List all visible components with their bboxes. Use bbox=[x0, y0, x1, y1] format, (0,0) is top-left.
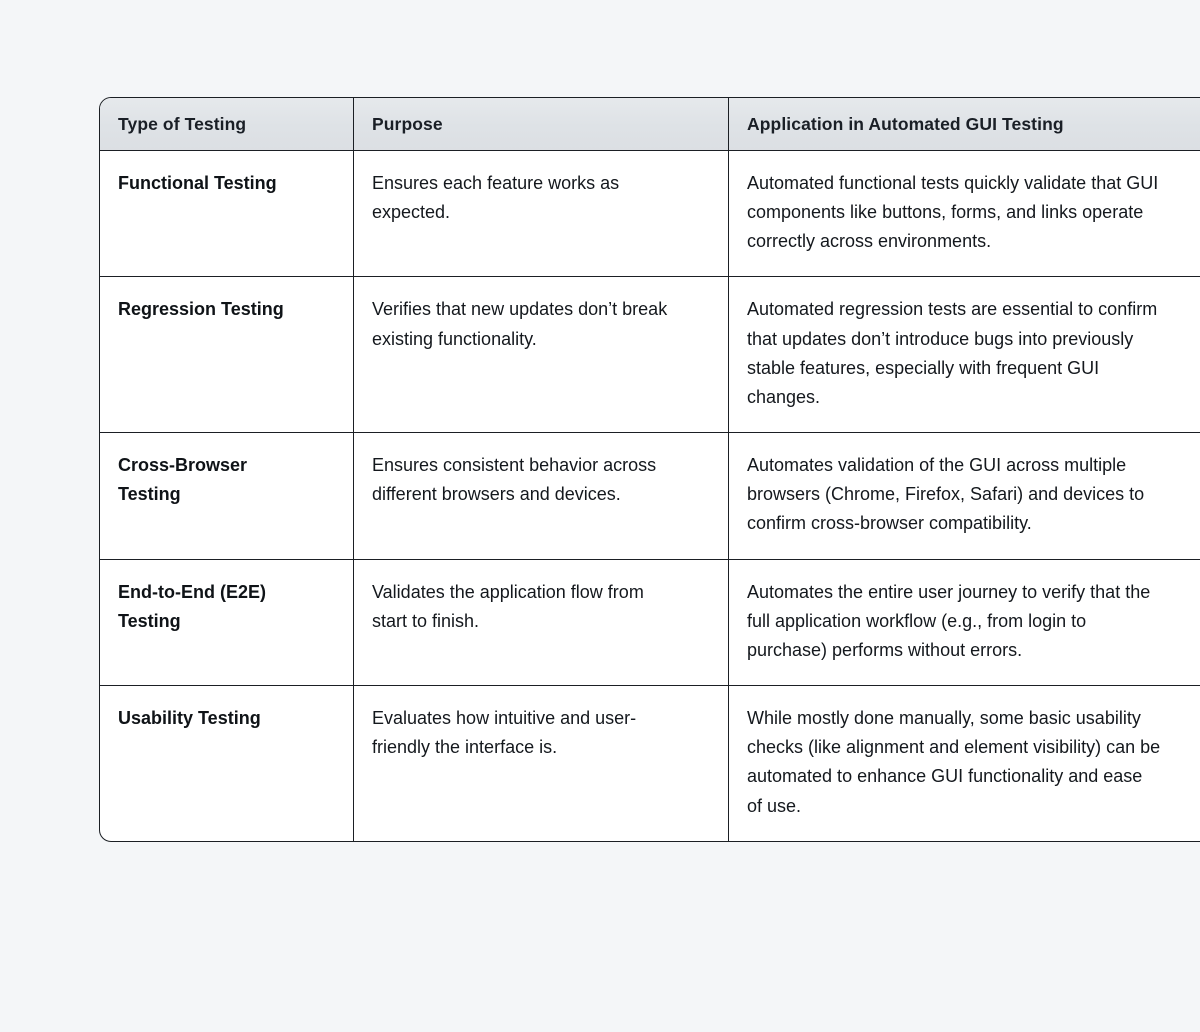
table-header: Type of Testing Purpose Application in A… bbox=[100, 98, 1200, 151]
cell-type-of-testing: Regression Testing bbox=[100, 277, 353, 434]
cell-text: Verifies that new updates don’t break ex… bbox=[372, 299, 668, 349]
table-row: Cross-Browser Testing Ensures consistent… bbox=[100, 433, 1200, 560]
table-body: Functional Testing Ensures each feature … bbox=[100, 151, 1200, 841]
cell-text: Automated functional tests quickly valid… bbox=[747, 173, 1159, 252]
cell-type-of-testing: Usability Testing bbox=[100, 686, 353, 841]
cell-text: Cross-Browser Testing bbox=[118, 455, 248, 505]
table-container: Type of Testing Purpose Application in A… bbox=[99, 97, 1200, 842]
cell-text: End-to-End (E2E) Testing bbox=[118, 581, 266, 631]
table-row: Functional Testing Ensures each feature … bbox=[100, 151, 1200, 278]
column-header-purpose: Purpose bbox=[353, 98, 728, 151]
cell-text: Regression Testing bbox=[118, 299, 284, 320]
table-row: Regression Testing Verifies that new upd… bbox=[100, 277, 1200, 434]
table-row: End-to-End (E2E) Testing Validates the a… bbox=[100, 559, 1200, 687]
cell-type-of-testing: Cross-Browser Testing bbox=[100, 433, 353, 560]
cell-purpose: Ensures each feature works as expected. bbox=[353, 151, 728, 278]
cell-application: Automates the entire user journey to ver… bbox=[728, 559, 1200, 687]
cell-purpose: Validates the application flow from star… bbox=[353, 559, 728, 687]
cell-text: Functional Testing bbox=[118, 173, 277, 193]
cell-text: Evaluates how intuitive and user-friendl… bbox=[372, 708, 637, 758]
cell-purpose: Evaluates how intuitive and user-friendl… bbox=[353, 686, 728, 841]
cell-type-of-testing: End-to-End (E2E) Testing bbox=[100, 560, 353, 687]
cell-text: Usability Testing bbox=[118, 708, 261, 729]
cell-application: While mostly done manually, some basic u… bbox=[728, 686, 1200, 841]
column-header-application: Application in Automated GUI Testing bbox=[728, 98, 1200, 151]
table-row: Usability Testing Evaluates how intuitiv… bbox=[100, 686, 1200, 841]
cell-text: Automates the entire user journey to ver… bbox=[747, 581, 1151, 660]
table-header-row: Type of Testing Purpose Application in A… bbox=[100, 98, 1200, 151]
column-header-type-of-testing: Type of Testing bbox=[100, 98, 353, 151]
cell-purpose: Verifies that new updates don’t break ex… bbox=[353, 277, 728, 434]
cell-type-of-testing: Functional Testing bbox=[100, 151, 353, 278]
testing-types-table: Type of Testing Purpose Application in A… bbox=[99, 97, 1200, 842]
cell-text: Automates validation of the GUI across m… bbox=[747, 455, 1145, 534]
cell-application: Automated regression tests are essential… bbox=[728, 277, 1200, 434]
cell-purpose: Ensures consistent behavior across diffe… bbox=[353, 433, 728, 560]
cell-application: Automated functional tests quickly valid… bbox=[728, 151, 1200, 278]
cell-text: Automated regression tests are essential… bbox=[747, 299, 1158, 407]
cell-text: While mostly done manually, some basic u… bbox=[747, 708, 1161, 816]
cell-text: Ensures each feature works as expected. bbox=[372, 173, 620, 223]
cell-text: Ensures consistent behavior across diffe… bbox=[372, 455, 657, 505]
cell-application: Automates validation of the GUI across m… bbox=[728, 433, 1200, 560]
cell-text: Validates the application flow from star… bbox=[372, 581, 644, 631]
